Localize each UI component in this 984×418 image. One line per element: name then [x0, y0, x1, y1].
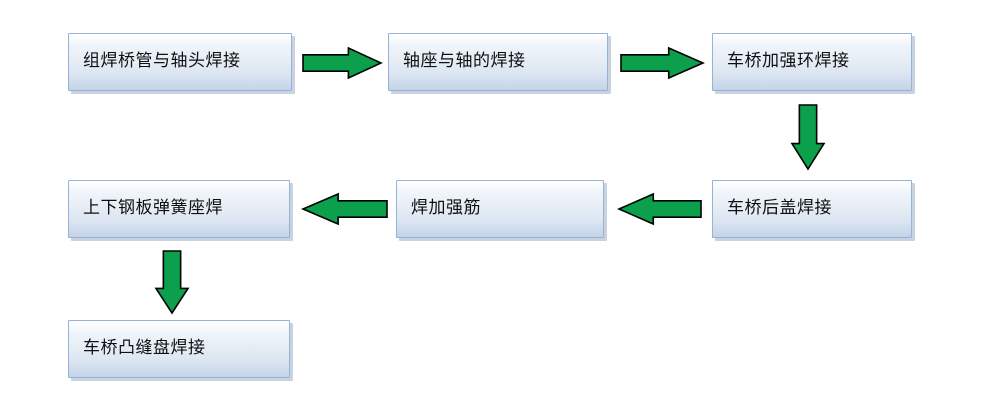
flow-arrow-right [302, 46, 383, 80]
process-node-label: 焊加强筋 [411, 198, 481, 219]
flow-arrow-left [617, 192, 702, 226]
process-node-label: 组焊桥管与轴头焊接 [83, 51, 241, 72]
process-node-n1[interactable]: 组焊桥管与轴头焊接 [68, 33, 292, 91]
process-node-n5[interactable]: 焊加强筋 [396, 180, 604, 238]
process-node-label: 轴座与轴的焊接 [403, 51, 526, 72]
process-node-label: 车桥凸缝盘焊接 [83, 338, 206, 359]
process-node-n7[interactable]: 车桥凸缝盘焊接 [68, 320, 290, 378]
process-node-n3[interactable]: 车桥加强环焊接 [712, 33, 912, 91]
process-node-n2[interactable]: 轴座与轴的焊接 [388, 33, 608, 91]
flow-arrow-down [790, 104, 826, 171]
process-node-n4[interactable]: 车桥后盖焊接 [712, 180, 912, 238]
flow-arrow-right [620, 46, 705, 80]
process-node-label: 车桥后盖焊接 [727, 198, 832, 219]
process-node-n6[interactable]: 上下钢板弹簧座焊 [68, 180, 290, 238]
process-node-label: 车桥加强环焊接 [727, 51, 850, 72]
flow-arrow-down [154, 250, 190, 315]
flow-arrow-left [300, 192, 388, 226]
process-node-label: 上下钢板弹簧座焊 [83, 198, 223, 219]
